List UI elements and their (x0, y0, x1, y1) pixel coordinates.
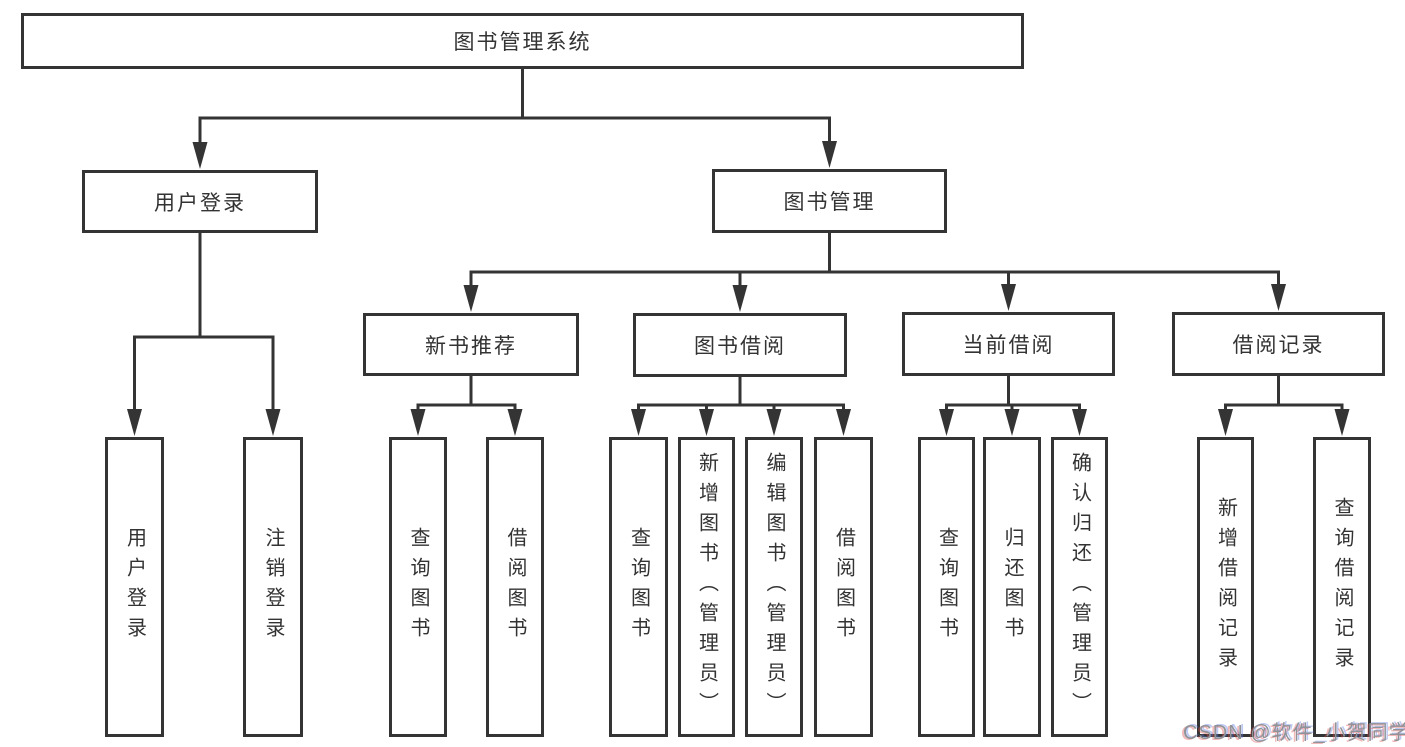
node-bb-query-book: 查询图书 (609, 437, 668, 737)
node-label: 查询图书 (407, 527, 429, 647)
node-system: 图书管理系统 (21, 13, 1024, 69)
node-label: 查询图书 (935, 527, 958, 647)
node-label: 编辑图书（管理员） (763, 452, 785, 722)
node-bb-add-book-admin: 新增图书（管理员） (678, 437, 735, 737)
node-logout: 注销登录 (243, 437, 303, 737)
node-label: 图书借阅 (694, 335, 786, 358)
node-book-management: 图书管理 (712, 169, 947, 233)
node-borrow-record: 借阅记录 (1172, 312, 1385, 376)
node-user-login: 用户登录 (82, 170, 318, 233)
node-label: 查询图书 (627, 527, 650, 647)
node-label: 注销登录 (262, 527, 284, 647)
node-label: 借阅图书 (832, 527, 855, 647)
node-label: 用户登录 (154, 191, 246, 215)
node-label: 借阅记录 (1232, 334, 1325, 357)
node-bb-borrow-book: 借阅图书 (814, 437, 873, 737)
watermark: CSDN @软件_小贺同学 (1183, 722, 1405, 744)
node-current-borrow: 当前借阅 (902, 312, 1115, 376)
node-label: 借阅图书 (504, 527, 526, 647)
node-bb-edit-book-admin: 编辑图书（管理员） (745, 437, 803, 737)
node-label: 用户登录 (123, 527, 146, 647)
node-cb-confirm-return-admin: 确认归还（管理员） (1051, 437, 1108, 737)
node-label: 查询借阅记录 (1331, 497, 1353, 677)
node-login: 用户登录 (105, 437, 164, 737)
node-nbr-borrow-book: 借阅图书 (486, 437, 544, 737)
node-nbr-query-book: 查询图书 (389, 437, 447, 737)
node-new-book-recommend: 新书推荐 (363, 313, 579, 376)
node-label: 当前借阅 (962, 334, 1055, 357)
node-label: 图书管理系统 (453, 31, 592, 54)
node-br-add-record: 新增借阅记录 (1197, 437, 1254, 737)
node-label: 归还图书 (1001, 527, 1023, 647)
node-cb-query-book: 查询图书 (918, 437, 975, 737)
node-book-borrow: 图书借阅 (633, 313, 847, 377)
node-br-query-record: 查询借阅记录 (1313, 437, 1371, 737)
node-label: 新增借阅记录 (1214, 497, 1237, 677)
node-label: 图书管理 (783, 191, 876, 214)
node-label: 新书推荐 (425, 334, 517, 358)
node-label: 确认归还（管理员） (1068, 452, 1091, 722)
node-label: 新增图书（管理员） (695, 452, 718, 722)
node-cb-return-book: 归还图书 (983, 437, 1041, 737)
